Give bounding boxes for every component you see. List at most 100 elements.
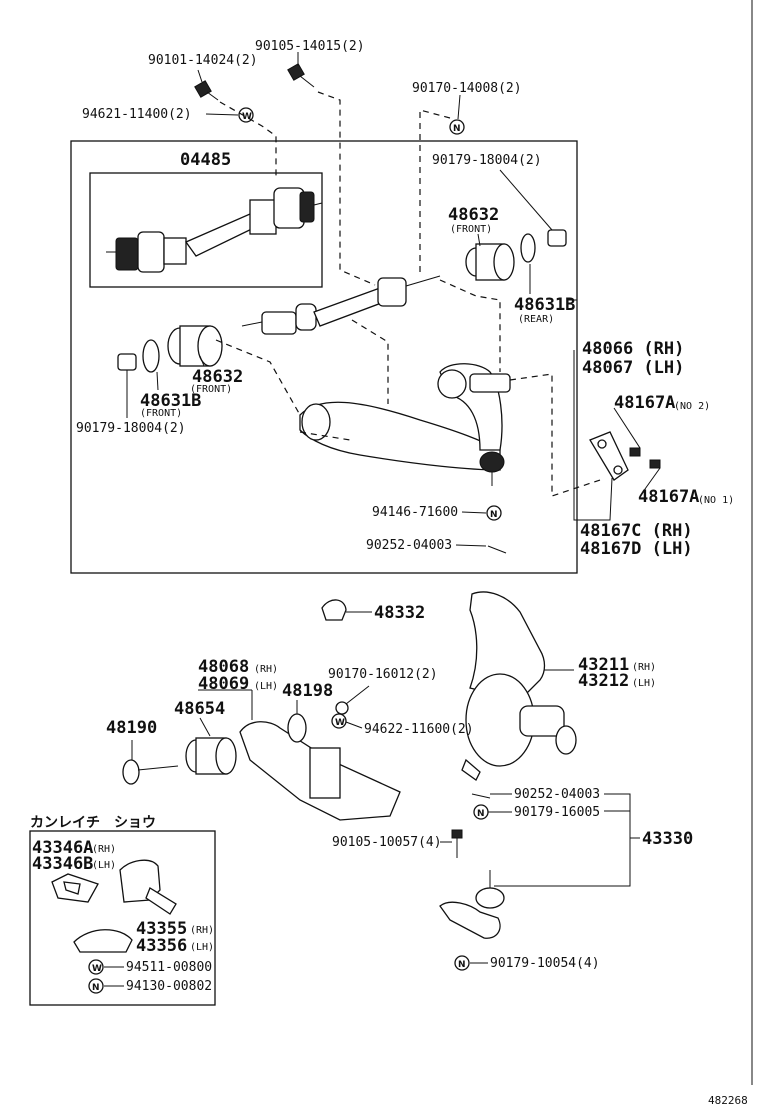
- label-43346A: 43346A: [32, 838, 93, 858]
- label-43346A-note: (RH): [92, 844, 116, 855]
- bolt-90105-10057-icon: [451, 829, 463, 858]
- leader-94622: [345, 721, 363, 729]
- label-48632-top: 48632: [448, 205, 499, 225]
- label-48068: 48068: [198, 657, 249, 677]
- upper-arm-shaft-drawing: [241, 275, 441, 335]
- label-43356-note: (LH): [190, 942, 214, 953]
- cotter-pin-bottom-icon: [471, 793, 491, 799]
- dash-leader-6: [215, 339, 301, 416]
- label-43356: 43356: [136, 936, 187, 956]
- bushing-48632-left-icon: [167, 325, 223, 367]
- label-94146-71600: 94146-71600: [372, 505, 458, 520]
- label-94622-11600: 94622-11600(2): [364, 722, 474, 737]
- label-48167A-no2: 48167A: [614, 393, 675, 413]
- label-43330: 43330: [642, 829, 693, 849]
- label-inset-title: カンレイチ ショウ: [30, 815, 156, 831]
- label-48069: 48069: [198, 674, 249, 694]
- ball-joint-43330-drawing: [439, 870, 505, 939]
- label-48631B-top: 48631B: [514, 295, 575, 315]
- washer-n-symbol: N: [490, 510, 498, 520]
- leader-90170-16012: [345, 685, 370, 705]
- washer-n-symbol: N: [92, 983, 100, 993]
- nut-90179-18004-left-icon: [117, 353, 137, 371]
- label-43211-note: (RH): [632, 662, 656, 673]
- ball-joint-cold-drawing: [119, 859, 177, 915]
- washer-n-symbol: N: [453, 124, 461, 134]
- label-48632-left-note: (FRONT): [190, 384, 232, 395]
- leader-48066-bracket: [573, 350, 613, 521]
- label-48631B-top-note: (REAR): [518, 314, 554, 325]
- washer-48631B-top-icon: [520, 233, 536, 263]
- washer-48631B-left-icon: [142, 339, 160, 373]
- diagram-reference-number: 482268: [708, 1094, 748, 1107]
- label-48167A-no2-note: (NO 2): [674, 401, 710, 412]
- label-43212: 43212: [578, 671, 629, 691]
- label-90179-16005: 90179-16005: [514, 805, 600, 820]
- steering-knuckle-43211-drawing: [461, 591, 577, 781]
- bolt-48190-icon: [122, 759, 179, 785]
- leader-90252-top: [455, 544, 487, 547]
- label-48631B-left: 48631B: [140, 391, 201, 411]
- upper-arm-48066-drawing: [299, 363, 511, 486]
- label-48190: 48190: [106, 718, 157, 738]
- label-43212-note: (LH): [632, 678, 656, 689]
- label-90105-14015: 90105-14015(2): [255, 39, 365, 54]
- dust-cover-43346-icon: [51, 873, 99, 903]
- washer-n-symbol: N: [458, 960, 466, 970]
- leader-48632-top: [477, 233, 481, 247]
- label-48167D: 48167D (LH): [580, 539, 693, 559]
- label-90179-10054: 90179-10054(4): [490, 956, 600, 971]
- cold-climate-inset-box: [29, 830, 216, 1006]
- label-48198: 48198: [282, 681, 333, 701]
- label-48167A-no1: 48167A: [638, 487, 699, 507]
- label-48632-left: 48632: [192, 367, 243, 387]
- label-43346B-note: (LH): [92, 860, 116, 871]
- leader-90170-14008: [457, 94, 461, 120]
- nut-90179-10054-icon: N: [454, 955, 470, 971]
- label-90252-04003-top: 90252-04003: [366, 538, 452, 553]
- leader-94621: [205, 113, 239, 116]
- leader-48167A-no1: [639, 467, 661, 497]
- label-43211: 43211: [578, 655, 629, 675]
- leader-90101: [197, 69, 203, 83]
- label-48654: 48654: [174, 699, 225, 719]
- label-48167C: 48167C (RH): [580, 521, 693, 541]
- nut-90179-18004-top-icon: [547, 229, 567, 247]
- dash-leader-3: [419, 109, 451, 275]
- leader-48654: [199, 717, 211, 737]
- stopper-48198-icon: [287, 713, 307, 743]
- dash-leader-5: [439, 279, 501, 372]
- label-94130-00802: 94130-00802: [126, 979, 212, 994]
- label-90252-04003-bottom: 90252-04003: [514, 787, 600, 802]
- leader-90179-top: [499, 169, 553, 231]
- label-48167A-no1-note: (NO 1): [698, 495, 734, 506]
- lower-arm-48068-drawing: [198, 689, 401, 821]
- label-90170-16012: 90170-16012(2): [328, 667, 438, 682]
- shaft-assembly-04485-drawing: [106, 187, 323, 273]
- bushing-48632-top-icon: [465, 243, 515, 281]
- nut-94130-00802-icon: N: [88, 978, 104, 994]
- upper-arm-assembly-box: [70, 140, 578, 574]
- label-94621-11400: 94621-11400(2): [82, 107, 192, 122]
- plate-48167C-icon: [589, 431, 661, 481]
- label-94511-00800: 94511-00800: [126, 960, 212, 975]
- dash-leader-1: [219, 101, 277, 180]
- nut-90170-14008-icon: N: [449, 119, 465, 135]
- label-48066: 48066 (RH): [582, 339, 684, 359]
- washer-94622-11600-icon: W: [331, 713, 347, 729]
- washer-w-symbol: W: [242, 112, 252, 122]
- label-43346B: 43346B: [32, 854, 93, 874]
- label-90101-14024: 90101-14024(2): [148, 53, 258, 68]
- dash-leader-4: [351, 319, 389, 404]
- label-43355: 43355: [136, 919, 187, 939]
- washer-w-symbol: W: [335, 718, 345, 728]
- label-48069-note: (LH): [254, 681, 278, 692]
- leader-94146: [461, 511, 487, 514]
- washer-w-symbol: W: [92, 964, 102, 974]
- leader-48631B-left: [156, 371, 159, 391]
- label-90170-14008: 90170-14008(2): [412, 81, 522, 96]
- washer-94511-00800-icon: W: [88, 959, 104, 975]
- bump-stopper-48332-icon: [321, 599, 347, 621]
- nut-90179-16005-icon: N: [473, 804, 489, 820]
